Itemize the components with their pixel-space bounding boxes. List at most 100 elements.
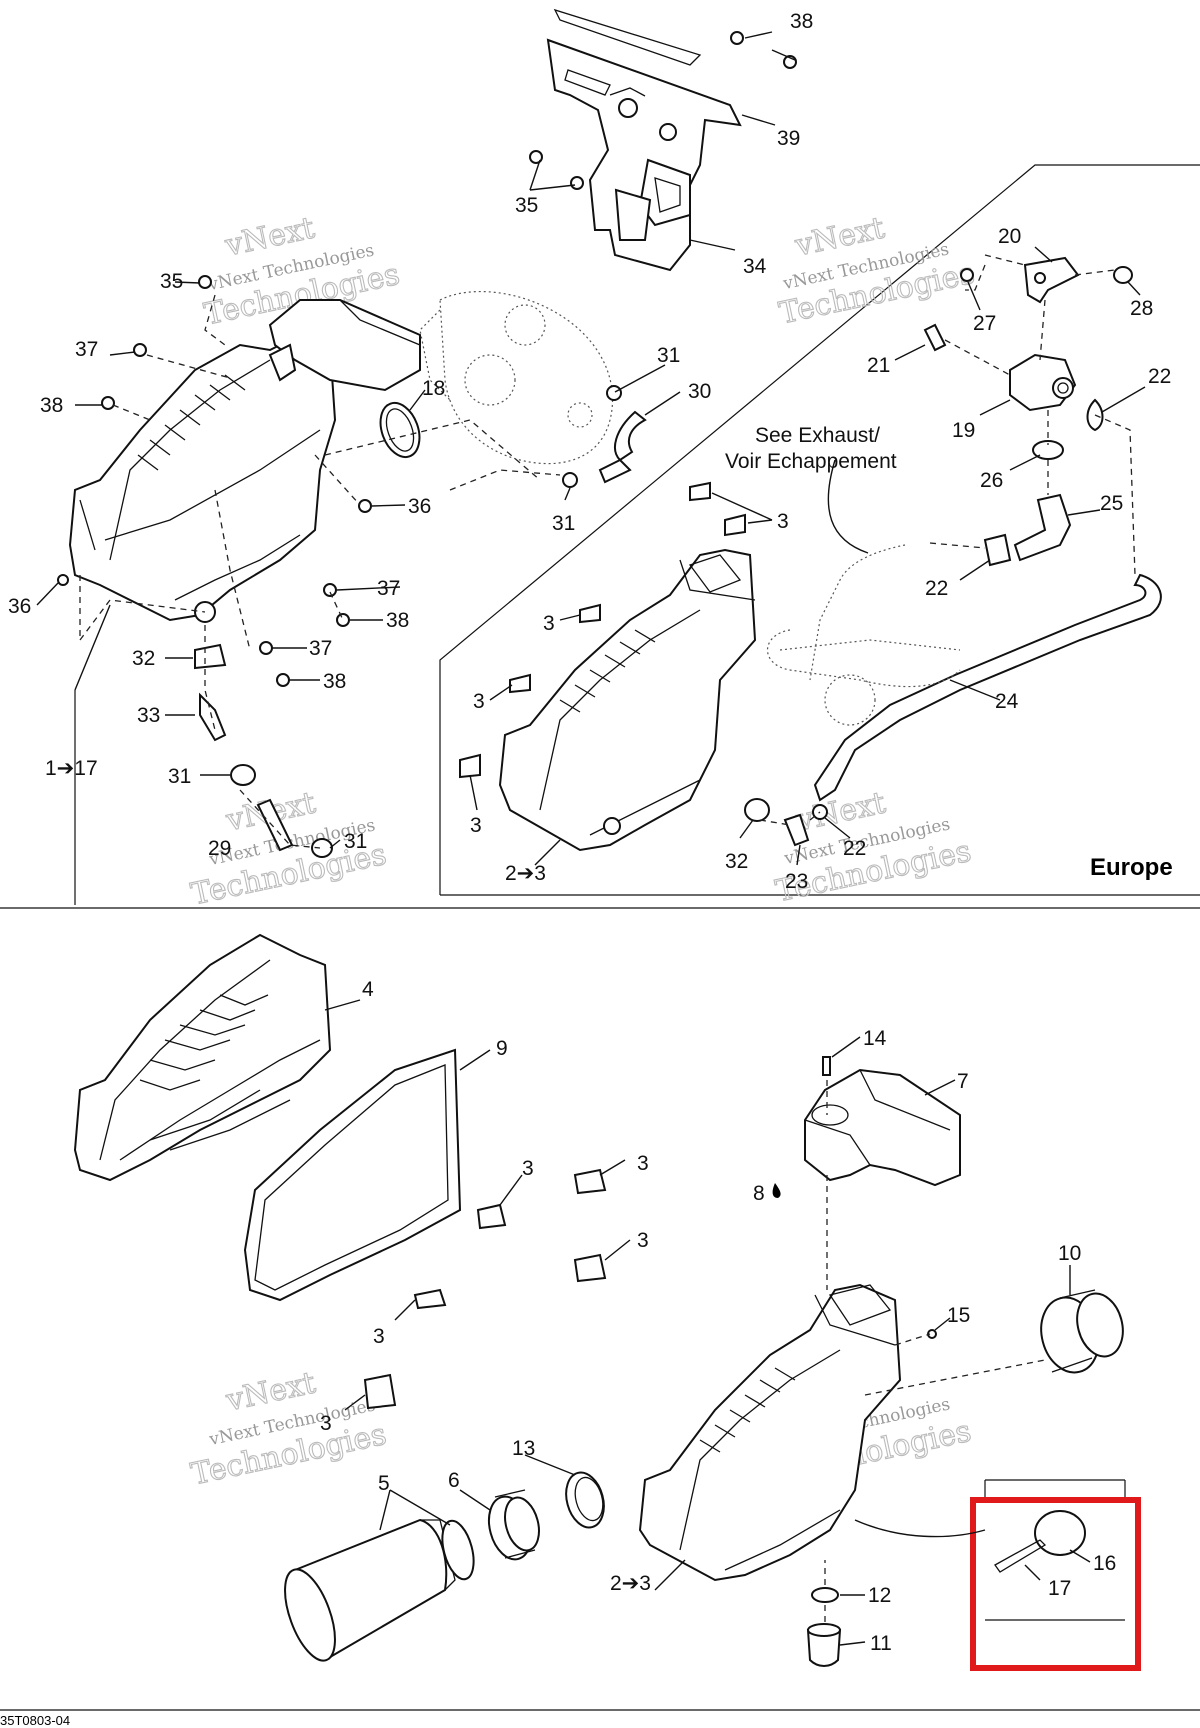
bracket-20 [1023, 256, 1080, 304]
clamp-26 [1032, 440, 1064, 460]
watermark-5: vNext vNext Technologies Technologies [187, 1365, 390, 1493]
duct-10 [1040, 1289, 1124, 1374]
callout-15: 15 [947, 1304, 970, 1327]
clips-3-europe [459, 481, 746, 779]
see-exhaust-line1: See Exhaust/ [755, 424, 880, 447]
callout-12: 12 [868, 1584, 891, 1607]
callout-13: 13 [512, 1437, 535, 1460]
callout-37: 37 [377, 577, 400, 600]
callout-2to3: 2➔3 [610, 1572, 651, 1595]
kit-leader [854, 1519, 986, 1538]
kit-highlight-box [970, 1497, 1141, 1671]
callout-8: 8 [753, 1182, 765, 1205]
figure-code: 35T0803-04 [0, 1713, 70, 1728]
callout-35: 35 [515, 194, 538, 217]
callout-31: 31 [552, 512, 575, 535]
callout-16: 16 [1093, 1552, 1116, 1575]
bolt-14 [822, 1056, 831, 1076]
clamp-18 [379, 401, 421, 459]
gasket-9 [243, 1048, 462, 1302]
hose-24 [813, 573, 1162, 802]
callouts-europe: 20 27 28 21 22 19 26 25 22 3 3 3 24 3 2➔… [470, 225, 1171, 893]
callout-31: 31 [344, 830, 367, 853]
callout-3: 3 [473, 690, 485, 713]
callout-38: 38 [790, 10, 813, 33]
callout-17: 17 [1048, 1577, 1071, 1600]
callout-38: 38 [40, 394, 63, 417]
callout-10: 10 [1058, 1242, 1081, 1265]
ring-6 [441, 1489, 540, 1581]
airbox-europe [498, 548, 757, 852]
callout-28: 28 [1130, 297, 1153, 320]
callout-26: 26 [980, 469, 1003, 492]
callout-9: 9 [496, 1037, 508, 1060]
callout-38: 38 [386, 609, 409, 632]
callout-35: 35 [160, 270, 183, 293]
callout-3: 3 [777, 510, 789, 533]
callout-33: 33 [137, 704, 160, 727]
callout-3: 3 [470, 814, 482, 837]
callout-18: 18 [422, 377, 445, 400]
callout-29: 29 [208, 837, 231, 860]
callout-32: 32 [132, 647, 155, 670]
dashed-leaders-bottom [824, 1080, 1046, 1625]
callout-32: 32 [725, 850, 748, 873]
callout-3: 3 [320, 1412, 332, 1435]
bolt-21 [923, 323, 947, 352]
callout-20: 20 [998, 225, 1021, 248]
callout-3: 3 [522, 1157, 534, 1180]
callouts-bottom: 4 9 3 3 3 3 3 14 7 8 10 15 5 6 13 2➔3 12… [320, 978, 1116, 1655]
leader-lines [36, 31, 1146, 1646]
watermark-2: vNext vNext Technologies Technologies [776, 210, 979, 332]
callouts-top-center: 38 39 35 34 31 30 31 [515, 10, 813, 535]
callout-2to3: 2➔3 [505, 862, 546, 885]
callout-39: 39 [777, 127, 800, 150]
dashed-leaders-europe [759, 254, 1136, 826]
see-exhaust-line2: Voir Echappement [725, 450, 897, 473]
drop-8 [772, 1183, 781, 1198]
europe-frame [439, 164, 1200, 896]
callout-24: 24 [995, 690, 1019, 713]
kit-box-16-17 [984, 1479, 1126, 1621]
carburetor-sketch [419, 291, 614, 465]
elbow-23 [783, 813, 810, 847]
airbox-cover-4 [73, 933, 332, 1182]
callout-37: 37 [75, 338, 98, 361]
valve-19 [1009, 353, 1077, 412]
cap-11 [806, 1623, 842, 1667]
callout-27: 27 [973, 312, 996, 335]
callout-36: 36 [408, 495, 431, 518]
callout-19: 19 [952, 419, 975, 442]
callout-25: 25 [1100, 492, 1123, 515]
callout-3: 3 [637, 1229, 649, 1252]
airbox-bottom [638, 1283, 902, 1582]
callout-3: 3 [637, 1152, 649, 1175]
grommet-28 [1113, 266, 1133, 284]
clamp-13 [565, 1471, 605, 1529]
callout-1to17: 1➔17 [45, 757, 98, 780]
callout-36: 36 [8, 595, 31, 618]
callout-22: 22 [1148, 365, 1171, 388]
bolt-27 [960, 268, 974, 282]
callouts-top-left: 35 37 38 18 36 36 37 38 32 37 38 33 1➔17… [8, 270, 445, 860]
exhaust-sketch [766, 544, 961, 726]
dashed-leaders-top-left [79, 294, 561, 849]
clamp-22-mid [983, 533, 1012, 567]
callout-31: 31 [657, 344, 680, 367]
hose-30 [598, 410, 647, 484]
nut-38-top [730, 31, 797, 69]
callout-37: 37 [309, 637, 332, 660]
filter-5 [284, 1518, 456, 1662]
callout-22: 22 [925, 577, 948, 600]
callout-22: 22 [843, 837, 866, 860]
clips-3-bottom [363, 1168, 607, 1410]
clip-12 [811, 1587, 839, 1603]
callout-21: 21 [867, 354, 890, 377]
see-exhaust-arrow [827, 459, 869, 554]
callout-11: 11 [870, 1632, 892, 1655]
bracket-assembly [546, 8, 742, 272]
intake-7 [804, 1068, 961, 1187]
hose-25 [1013, 493, 1072, 562]
callout-30: 30 [688, 380, 711, 403]
